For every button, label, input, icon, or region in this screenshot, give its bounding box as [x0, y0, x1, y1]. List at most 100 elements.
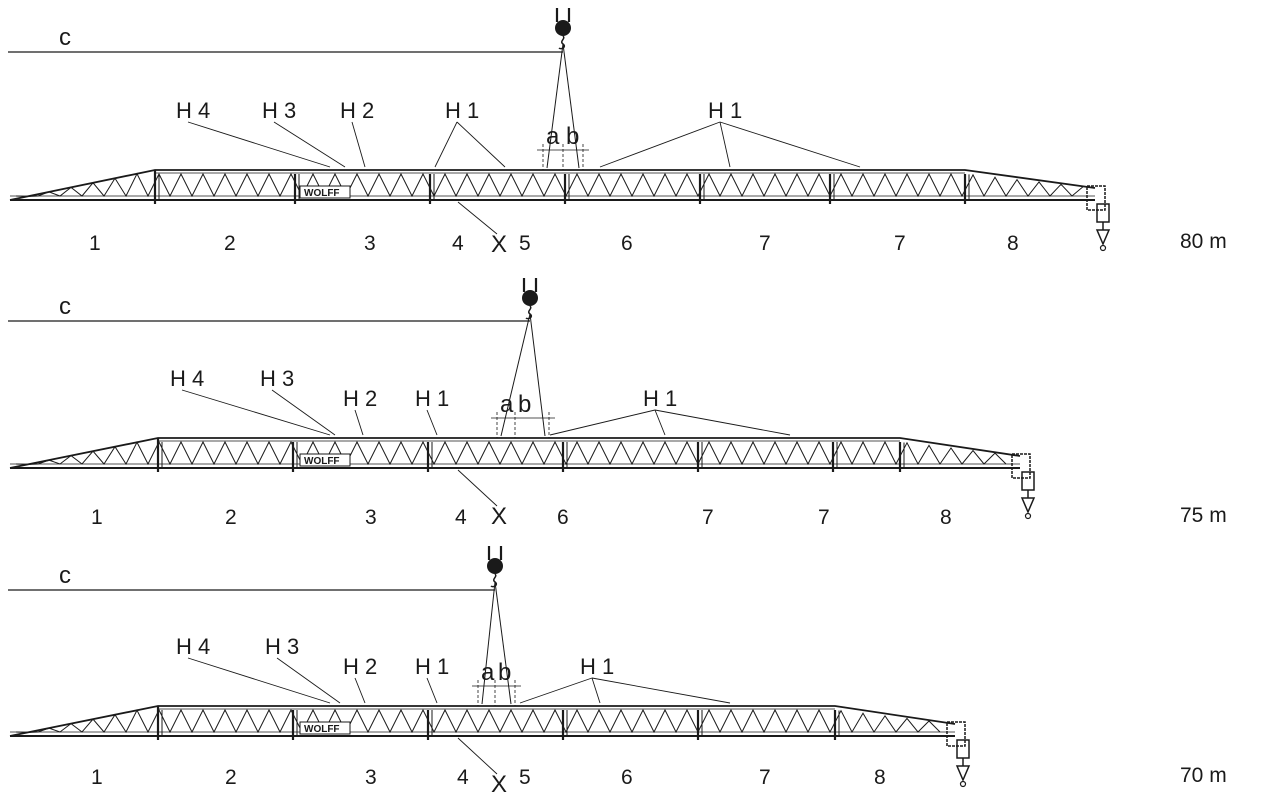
hook-leader: [187, 657, 331, 704]
hook-leader: [426, 677, 438, 704]
section-number: 6: [621, 766, 633, 789]
section-number: 3: [364, 232, 376, 255]
hook-label-4: H 1: [415, 654, 449, 679]
x-leader: [457, 201, 498, 235]
tip-hook-eye: [959, 780, 967, 788]
section-number: 8: [1007, 232, 1019, 255]
hook-leader: [354, 677, 366, 704]
hook-label-2: H 3: [265, 634, 299, 659]
hook-label-4: H 1: [415, 386, 449, 411]
section-number: 7: [894, 232, 906, 255]
x-leader: [457, 737, 498, 775]
hook-label-4: H 1: [445, 98, 479, 123]
section-number: 7: [818, 506, 830, 529]
rope-left: [546, 43, 564, 169]
hook-label-1: H 4: [176, 98, 210, 123]
a-label: a: [481, 659, 495, 686]
wolff-logo-text: WOLFF: [304, 724, 340, 735]
jib-length-label: 75 m: [1180, 504, 1227, 527]
hook-label-3: H 2: [343, 386, 377, 411]
hook-leader: [599, 121, 721, 168]
b-label: b: [498, 659, 511, 686]
tip-head: [946, 721, 966, 747]
hook-block-icon: [522, 290, 538, 306]
hook-label-2: H 3: [262, 98, 296, 123]
c-label: c: [59, 293, 71, 320]
section-number: 8: [940, 506, 952, 529]
hook-leader: [719, 121, 731, 168]
wolff-logo-text: WOLFF: [304, 456, 340, 467]
rope-right: [562, 43, 580, 169]
section-number: 1: [91, 766, 103, 789]
hook-leader: [187, 121, 331, 168]
tip-sheave: [1096, 203, 1110, 223]
hook-leader: [271, 389, 336, 436]
a-label: a: [546, 123, 560, 150]
hook-leader: [273, 121, 346, 168]
x-label: X: [491, 771, 507, 795]
hook-leader: [519, 677, 593, 704]
hook-label-3: H 2: [343, 654, 377, 679]
x-leader: [457, 469, 498, 507]
hook-label-5: H 1: [643, 386, 677, 411]
section-number: 8: [874, 766, 886, 789]
section-number: 3: [365, 766, 377, 789]
tip-hook-icon: [955, 765, 971, 782]
rope-right: [494, 581, 512, 705]
section-number: 1: [89, 232, 101, 255]
rope-left: [481, 581, 496, 705]
hook-shackle: [555, 8, 571, 22]
jib-lacing: [15, 172, 1084, 198]
jib-lacing: [15, 708, 941, 734]
rope-right: [529, 313, 546, 437]
jib-lacing: [15, 440, 1007, 466]
section-number: 7: [759, 232, 771, 255]
x-label: X: [491, 503, 507, 530]
tip-hook-eye: [1024, 512, 1032, 520]
tip-hook-eye: [1099, 244, 1107, 252]
wolff-logo: [299, 721, 351, 735]
hook-leader: [591, 677, 731, 704]
section-number: 3: [365, 506, 377, 529]
hook-leader: [434, 121, 458, 168]
tip-sheave: [1021, 471, 1035, 491]
a-label: a: [500, 391, 514, 418]
b-label: b: [566, 123, 579, 150]
hook-leader: [654, 409, 666, 436]
jib-top-chord: [9, 169, 1096, 201]
section-number: 4: [455, 506, 467, 529]
hook-label-1: H 4: [176, 634, 210, 659]
section-number: 5: [519, 232, 531, 255]
hook-leader: [181, 389, 331, 436]
hook-shackle: [522, 278, 538, 292]
wolff-logo: [299, 453, 351, 467]
hook-leader: [549, 409, 656, 436]
hook-leader: [276, 657, 341, 704]
section-number: 7: [702, 506, 714, 529]
hook-label-5: H 1: [708, 98, 742, 123]
hook-leader: [354, 409, 364, 436]
hook-leader: [591, 677, 601, 704]
section-number: 4: [457, 766, 469, 789]
b-label: b: [518, 391, 531, 418]
hook-label-2: H 3: [260, 366, 294, 391]
tip-head: [1011, 453, 1031, 479]
hook-leader: [351, 121, 366, 168]
hook-leader: [456, 121, 506, 168]
hook-leader: [426, 409, 438, 436]
hook-block-icon: [487, 558, 503, 574]
hook-label-5: H 1: [580, 654, 614, 679]
hook-label-3: H 2: [340, 98, 374, 123]
wolff-logo-text: WOLFF: [304, 188, 340, 199]
jib-length-label: 70 m: [1180, 764, 1227, 787]
hook-shackle: [487, 546, 503, 560]
section-number: 2: [225, 506, 237, 529]
wolff-logo: [299, 185, 351, 199]
tip-head: [1086, 185, 1106, 211]
hook-leader: [654, 409, 791, 436]
section-number: 4: [452, 232, 464, 255]
